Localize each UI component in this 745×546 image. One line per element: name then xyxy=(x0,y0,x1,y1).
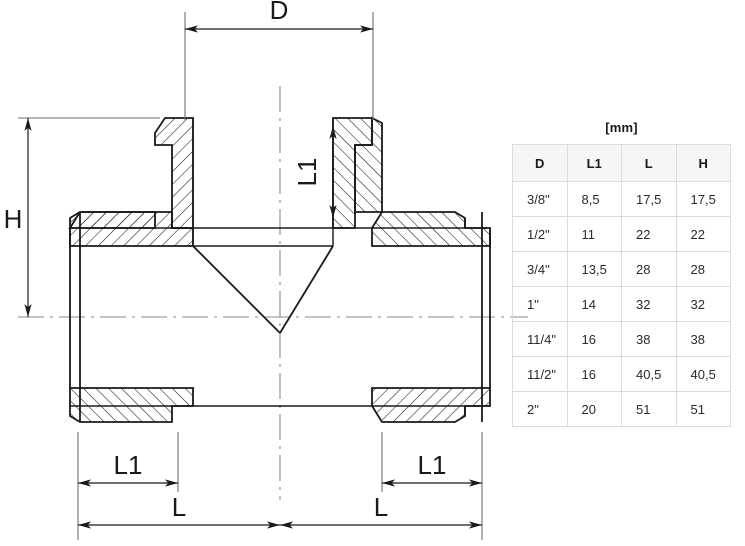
table-row: 1" 14 32 32 xyxy=(512,286,731,322)
table-row: 2" 20 51 51 xyxy=(512,391,731,427)
cell-h: 38 xyxy=(675,321,731,357)
dimension-label-h: H xyxy=(4,204,23,234)
table-row: 11/4" 16 38 38 xyxy=(512,321,731,357)
cell-l1: 13,5 xyxy=(566,251,622,287)
cell-d: 1/2" xyxy=(512,216,568,252)
junction-vee xyxy=(192,245,334,334)
cell-l1: 16 xyxy=(566,321,622,357)
dimension-label-l1-bottom-left: L1 xyxy=(114,450,143,480)
cell-l: 22 xyxy=(621,216,677,252)
specification-table-container: [mm] D L1 L H 3/8" 8,5 17,5 17,5 1/2" 11… xyxy=(512,120,731,427)
specification-table: D L1 L H 3/8" 8,5 17,5 17,5 1/2" 11 22 2… xyxy=(512,144,731,427)
cell-l1: 20 xyxy=(566,391,622,427)
cell-d: 11/4" xyxy=(512,321,568,357)
dimension-label-d: D xyxy=(270,0,289,25)
cell-l1: 11 xyxy=(566,216,622,252)
cell-h: 28 xyxy=(675,251,731,287)
cell-h: 22 xyxy=(675,216,731,252)
cell-d: 1" xyxy=(512,286,568,322)
dimension-label-l1-bottom-right: L1 xyxy=(418,450,447,480)
cell-l: 38 xyxy=(621,321,677,357)
arm-right-top-wall xyxy=(371,211,491,247)
column-header-l: L xyxy=(621,144,677,182)
dimension-label-l1-vertical: L1 xyxy=(292,158,322,187)
column-header-h: H xyxy=(675,144,731,182)
cell-l: 17,5 xyxy=(621,181,677,217)
cell-l: 40,5 xyxy=(621,356,677,392)
cell-h: 17,5 xyxy=(675,181,731,217)
table-row: 3/8" 8,5 17,5 17,5 xyxy=(512,181,731,217)
dimension-label-l-bottom-right: L xyxy=(374,492,388,522)
dimension-l1-bottom-right: L1 xyxy=(381,432,483,540)
table-row: 11/2" 16 40,5 40,5 xyxy=(512,356,731,392)
table-header-row: D L1 L H xyxy=(512,144,731,182)
branch-wall-right-chamfer xyxy=(354,116,383,213)
cell-d: 3/4" xyxy=(512,251,568,287)
dimension-l-bottom: L L xyxy=(78,492,482,529)
cell-l: 32 xyxy=(621,286,677,322)
cell-l: 28 xyxy=(621,251,677,287)
dimension-d: D xyxy=(184,0,374,120)
cell-d: 11/2" xyxy=(512,356,568,392)
dimension-label-l-bottom-left: L xyxy=(172,492,186,522)
cell-l: 51 xyxy=(621,391,677,427)
cell-d: 2" xyxy=(512,391,568,427)
cell-l1: 16 xyxy=(566,356,622,392)
dimension-h: H xyxy=(4,117,160,317)
cell-h: 51 xyxy=(675,391,731,427)
arm-right-bottom-wall xyxy=(371,387,491,423)
cell-d: 3/8" xyxy=(512,181,568,217)
column-header-l1: L1 xyxy=(566,144,622,182)
unit-label: [mm] xyxy=(605,120,638,135)
table-row: 3/4" 13,5 28 28 xyxy=(512,251,731,287)
column-header-d: D xyxy=(512,144,568,182)
table-row: 1/2" 11 22 22 xyxy=(512,216,731,252)
cell-l1: 14 xyxy=(566,286,622,322)
dimension-l1-bottom-left: L1 xyxy=(77,432,179,540)
center-lines xyxy=(18,86,528,500)
cell-l1: 8,5 xyxy=(566,181,622,217)
cell-h: 40,5 xyxy=(675,356,731,392)
arm-left-top-wall-outer xyxy=(68,211,156,229)
arm-outer-edges xyxy=(69,212,491,422)
dimension-l1-vertical: L1 xyxy=(292,126,337,218)
arm-left-bottom-wall xyxy=(69,387,194,423)
cell-h: 32 xyxy=(675,286,731,322)
